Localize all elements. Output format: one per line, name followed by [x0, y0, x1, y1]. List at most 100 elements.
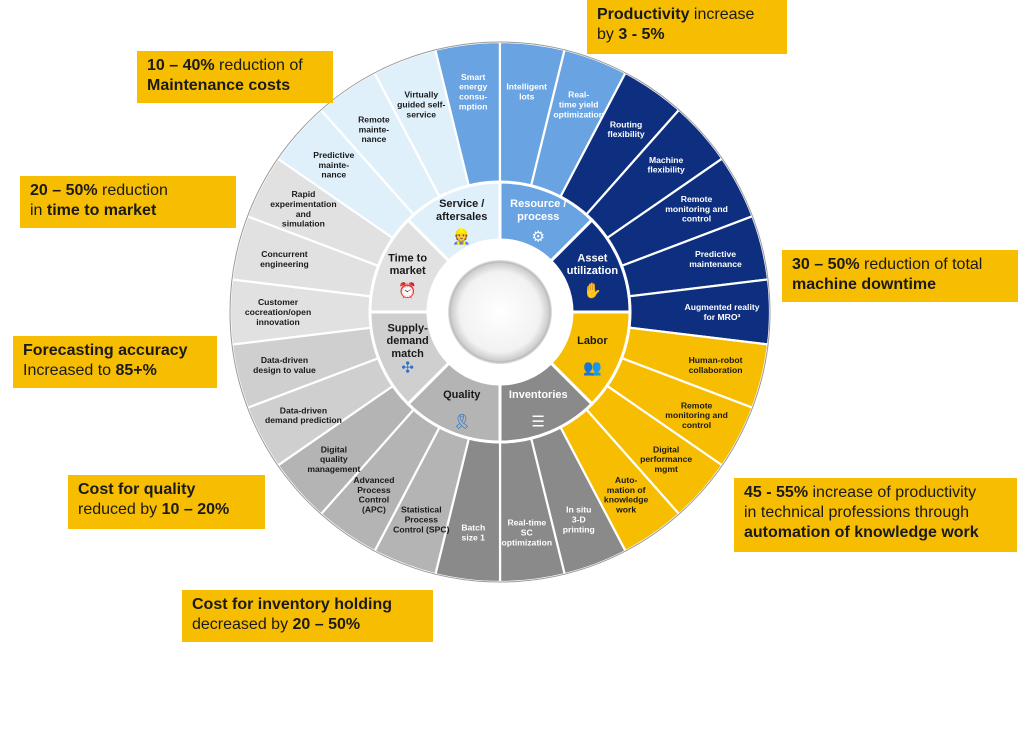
- callout-inventory-title: Cost for inventory holding: [192, 596, 392, 613]
- award-ribbon-icon: 🎗: [452, 412, 471, 430]
- outer-segment-label: control: [682, 420, 711, 430]
- outer-segment-label: Human-robot: [689, 355, 743, 365]
- outer-segment-label: optimization: [501, 537, 552, 547]
- outer-segment-label: collaboration: [689, 365, 743, 375]
- callout-forecasting: Forecasting accuracy Increased to 85+%: [13, 336, 217, 388]
- outer-segment-label: flexibility: [648, 165, 685, 175]
- outer-segment-label: knowledge: [604, 495, 649, 505]
- outer-segment-label: Smart: [461, 72, 485, 82]
- callout-knowledge-work: 45 - 55% increase of productivity in tec…: [734, 478, 1017, 552]
- callout-ttm-text: reduction: [97, 182, 168, 199]
- outer-segment-label: monitoring and: [665, 410, 728, 420]
- outer-segment-label: Remote: [681, 194, 713, 204]
- callout-quality-title: Cost for quality: [78, 481, 196, 498]
- callout-productivity-text-2: by: [597, 26, 619, 43]
- inner-segment-label: demand: [387, 335, 429, 347]
- callout-knowledge-text: increase of productivity: [808, 484, 977, 501]
- outer-segment-label: energy: [459, 82, 487, 92]
- outer-segment-label: design to value: [253, 365, 316, 375]
- outer-segment-label: size 1: [462, 532, 486, 542]
- outer-segment-label: Control: [359, 495, 390, 505]
- outer-segment-label: (APC): [362, 505, 386, 515]
- outer-segment-label: In situ: [566, 505, 591, 515]
- outer-segment-label: Digital: [653, 444, 679, 454]
- outer-segment-label: Augmented reality: [685, 302, 760, 312]
- outer-segment-label: Rapid: [291, 189, 315, 199]
- hand-coin-icon: ✋: [583, 282, 602, 300]
- callout-time-to-market: 20 – 50% reduction in time to market: [20, 176, 236, 228]
- inner-segment-label: Resource /: [510, 198, 566, 210]
- outer-segment-label: Virtually: [404, 90, 438, 100]
- outer-segment-label: Statistical: [401, 505, 442, 515]
- outer-segment-label: for MRO³: [704, 312, 741, 322]
- outer-segment-label: printing: [563, 524, 595, 534]
- inner-segment-label: Supply-: [387, 322, 428, 334]
- outer-segment-label: Remote: [681, 400, 713, 410]
- callout-ttm-highlight: time to market: [46, 202, 157, 219]
- outer-segment-label: quality: [320, 454, 348, 464]
- outer-segment-label: Data-driven: [261, 355, 308, 365]
- outer-segment-label: lots: [519, 92, 534, 102]
- inner-segment-label: utilization: [567, 265, 619, 277]
- hub-disc: [449, 261, 551, 363]
- outer-segment-label: control: [682, 214, 711, 224]
- callout-knowledge-text-2: in technical professions through: [744, 504, 970, 521]
- outer-segment-label: Auto-: [615, 475, 638, 485]
- callout-productivity-value: 3 - 5%: [618, 26, 665, 43]
- callout-knowledge-highlight: automation of knowledge work: [744, 524, 979, 541]
- outer-segment-label: mation of: [607, 485, 646, 495]
- outer-segment-label: Advanced: [353, 475, 394, 485]
- outer-segment-label: Customer: [258, 297, 299, 307]
- arrows-cross-icon: ✣: [401, 358, 414, 376]
- callout-productivity-text: increase: [689, 6, 755, 23]
- callout-maintenance-value: 10 – 40%: [147, 57, 215, 74]
- outer-segment-label: service: [406, 109, 436, 119]
- callout-inventory-cost: Cost for inventory holding decreased by …: [182, 590, 433, 642]
- outer-segment-label: Remote: [358, 114, 390, 124]
- outer-segment-label: time yield: [559, 99, 599, 109]
- callout-ttm-text-2: in: [30, 202, 47, 219]
- worker-icon: 👷: [452, 228, 471, 246]
- outer-segment-label: experimentation: [270, 199, 336, 209]
- outer-segment-label: work: [615, 505, 636, 515]
- outer-segment-label: Predictive: [695, 249, 736, 259]
- callout-quality-value: 10 – 20%: [161, 501, 230, 518]
- inner-segment-label: Labor: [577, 335, 608, 347]
- callout-ttm-value: 20 – 50%: [30, 182, 98, 199]
- inner-segment-label: process: [517, 211, 559, 223]
- outer-segment-label: Digital: [321, 444, 347, 454]
- outer-segment-label: Machine: [649, 155, 684, 165]
- callout-forecasting-title: Forecasting accuracy: [23, 342, 188, 359]
- outer-segment-label: SC: [521, 527, 533, 537]
- callout-downtime-text: reduction of total: [859, 256, 983, 273]
- outer-rim: [229, 41, 771, 583]
- outer-segment-label: monitoring and: [665, 204, 728, 214]
- outer-segment-label: and: [296, 209, 311, 219]
- callout-maintenance-text: reduction of: [214, 57, 303, 74]
- outer-segment-label: Batch: [461, 522, 485, 532]
- alarm-clock-icon: ⏰: [398, 281, 417, 300]
- outer-segment-label: simulation: [282, 219, 325, 229]
- callout-maintenance-highlight: Maintenance costs: [147, 77, 291, 94]
- callout-forecasting-value: 85+%: [115, 362, 157, 379]
- outer-segment-label: mgmt: [654, 464, 678, 474]
- callout-productivity-highlight: Productivity: [597, 6, 690, 23]
- outer-segment-label: flexibility: [607, 129, 644, 139]
- gears-icon: ⚙: [532, 228, 545, 246]
- outer-segment-label: performance: [640, 454, 692, 464]
- inner-segment-label: match: [391, 348, 424, 360]
- center-hub: [448, 260, 552, 364]
- inner-segment-label: Inventories: [509, 389, 568, 401]
- callout-downtime-value: 30 – 50%: [792, 256, 860, 273]
- clipboard-list-icon: ☰: [532, 412, 545, 430]
- inner-segment-label: market: [390, 265, 426, 277]
- outer-segment-label: Real-: [568, 90, 589, 100]
- outer-segment-label: nance: [361, 134, 386, 144]
- callout-productivity: Productivity increase by 3 - 5%: [587, 0, 787, 54]
- outer-segment-label: mainte-: [319, 160, 350, 170]
- callout-inventory-text: decreased by: [192, 616, 293, 633]
- outer-segment-label: Intelligent: [506, 82, 547, 92]
- outer-segment-label: Routing: [610, 119, 642, 129]
